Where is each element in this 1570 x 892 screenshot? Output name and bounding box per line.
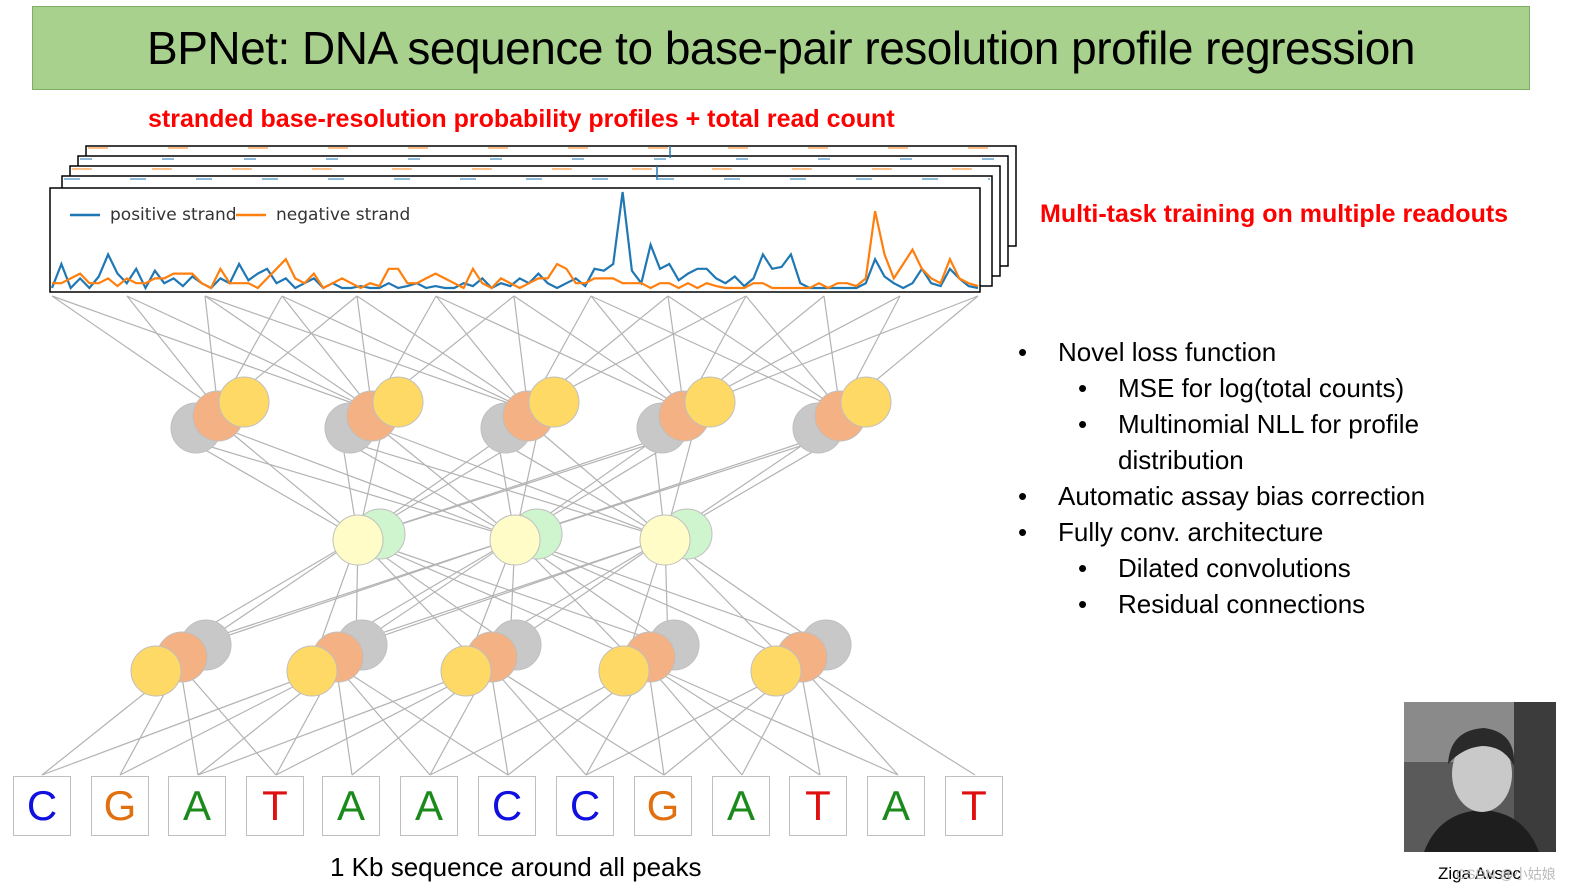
node-l1-4-yellow xyxy=(840,376,892,428)
series-line-negative xyxy=(52,210,979,290)
node-l1-3-yellow xyxy=(684,376,736,428)
sequence-base: A xyxy=(400,776,458,836)
sequence-base: A xyxy=(322,776,380,836)
bullet-text: Fully conv. architecture xyxy=(1058,517,1324,547)
bullet-text: Novel loss function xyxy=(1058,337,1277,367)
network-nodes xyxy=(130,376,892,697)
bullet-dot: • xyxy=(1018,481,1028,511)
sequence-base: T xyxy=(789,776,847,836)
profile-caption: stranded base-resolution probability pro… xyxy=(148,105,895,133)
node-l3-2-yellow xyxy=(440,645,492,697)
node-l3-1-yellow xyxy=(286,645,338,697)
node-l3-4-yellow xyxy=(750,645,802,697)
node-l3-0-yellow xyxy=(130,645,182,697)
sequence-caption: 1 Kb sequence around all peaks xyxy=(330,852,702,882)
sequence-base: G xyxy=(91,776,149,836)
bullet-text: MSE for log(total counts) xyxy=(1118,373,1405,403)
sequence-base: C xyxy=(556,776,614,836)
node-l2-0-cream xyxy=(332,514,384,566)
sequence-base: A xyxy=(867,776,925,836)
node-l1-0-yellow xyxy=(218,376,270,428)
bullet-text: Automatic assay bias correction xyxy=(1058,481,1426,511)
bullet-item: • Multinomial NLL for profile xyxy=(1018,406,1538,442)
node-l3-3-yellow xyxy=(598,645,650,697)
portrait-image xyxy=(1404,702,1556,852)
node-l1-2-yellow xyxy=(528,376,580,428)
bullet-item: • Automatic assay bias correction xyxy=(1018,478,1538,514)
bullet-text: distribution xyxy=(1118,445,1244,475)
sequence-base: T xyxy=(945,776,1003,836)
bullet-item: • Novel loss function xyxy=(1018,334,1538,370)
page-title: BPNet: DNA sequence to base-pair resolut… xyxy=(147,22,1415,74)
bullet-dot: • xyxy=(1078,553,1088,583)
title-bar: BPNet: DNA sequence to base-pair resolut… xyxy=(32,6,1530,90)
legend-negative-label: negative strand xyxy=(276,205,411,225)
network-diagram xyxy=(41,145,1017,776)
profile-panel-front xyxy=(49,187,981,293)
bullet-text: Dilated convolutions xyxy=(1118,553,1351,583)
node-l2-1-cream xyxy=(489,514,541,566)
bullet-item: • Residual connections xyxy=(1018,586,1538,622)
bullet-item: distribution xyxy=(1018,442,1538,478)
bullet-dot: • xyxy=(1018,517,1028,547)
sequence-base: A xyxy=(168,776,226,836)
watermark: CSDN @小姑娘 xyxy=(1456,866,1556,882)
speaker-name: Ziga Avsec xyxy=(1438,864,1521,883)
multitask-caption: Multi-task training on multiple readouts xyxy=(1040,200,1509,228)
bullet-list: • Novel loss function • MSE for log(total c… xyxy=(1018,334,1538,622)
sequence-base: G xyxy=(634,776,692,836)
bullet-dot: • xyxy=(1018,337,1028,367)
sequence-base: C xyxy=(478,776,536,836)
node-l2-2-cream xyxy=(639,514,691,566)
bullet-item: • Fully conv. architecture xyxy=(1018,514,1538,550)
node-l1-1-yellow xyxy=(372,376,424,428)
bullet-text: Residual connections xyxy=(1118,589,1366,619)
bullet-dot: • xyxy=(1078,589,1088,619)
bullet-dot: • xyxy=(1078,409,1088,439)
bullet-item: • MSE for log(total counts) xyxy=(1018,370,1538,406)
sequence-base: C xyxy=(13,776,71,836)
chart-lines xyxy=(50,191,979,291)
bullet-text: Multinomial NLL for profile xyxy=(1118,409,1420,439)
legend-positive-label: positive strand xyxy=(110,205,237,225)
bullet-item: • Dilated convolutions xyxy=(1018,550,1538,586)
speaker-photo xyxy=(1404,702,1556,852)
bullet-dot: • xyxy=(1078,373,1088,403)
sequence-base: A xyxy=(712,776,770,836)
sequence-base: T xyxy=(246,776,304,836)
